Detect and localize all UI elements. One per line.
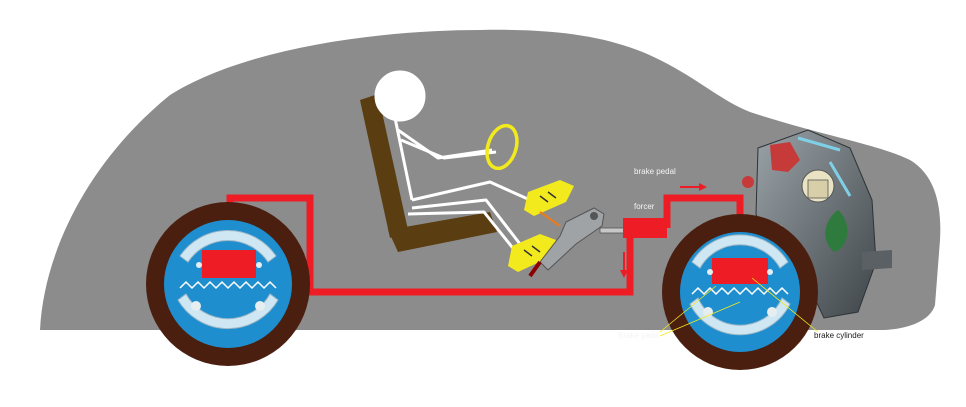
brake-cylinder-leader bbox=[751, 277, 819, 333]
pedal-motion-arrow bbox=[539, 211, 561, 227]
front-return-spring bbox=[691, 286, 789, 296]
rear-brake-shoe-bottom bbox=[177, 293, 279, 330]
rear-wheel bbox=[146, 202, 310, 366]
direction-arrows bbox=[620, 183, 707, 278]
rear-brake-shoe-top bbox=[179, 230, 277, 263]
front-wheel-cylinder bbox=[712, 258, 768, 284]
front-brake-shoe-top bbox=[691, 234, 789, 269]
seat bbox=[360, 94, 497, 252]
driver-figure bbox=[374, 70, 531, 253]
brake-cylinder-label: brake cylinder bbox=[814, 331, 864, 340]
rear-return-spring bbox=[179, 280, 277, 290]
master-cylinder bbox=[623, 218, 667, 238]
brake-pedal-assembly bbox=[528, 207, 625, 278]
rear-wheel-cylinder bbox=[202, 250, 256, 278]
brake-pedal-label: brake pedal bbox=[634, 167, 676, 176]
front-brake-shoe-bottom bbox=[689, 297, 791, 336]
shoes bbox=[508, 180, 574, 272]
brake-pads-leader-2 bbox=[659, 301, 741, 337]
leader-lines bbox=[659, 277, 819, 337]
driver-head bbox=[374, 70, 426, 122]
front-wheel bbox=[662, 214, 818, 370]
engine bbox=[742, 129, 892, 319]
brake-pads-leader-1 bbox=[659, 285, 717, 333]
steering-wheel bbox=[485, 123, 519, 171]
force-label: forcer bbox=[634, 202, 655, 211]
brake-pads-label: Brake pads bbox=[618, 331, 659, 340]
